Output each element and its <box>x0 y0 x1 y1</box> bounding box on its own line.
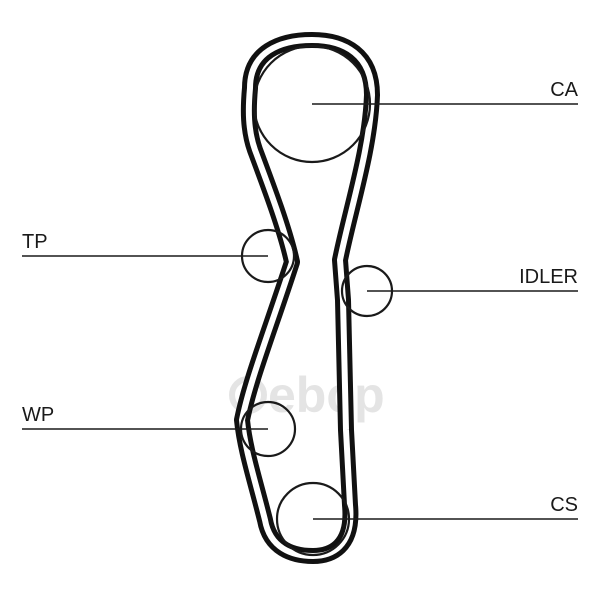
idler-label: IDLER <box>519 266 578 288</box>
wp-label: WP <box>22 404 54 426</box>
cs-label: CS <box>550 494 578 516</box>
watermark-text: ebcp <box>268 367 385 423</box>
timing-belt <box>234 32 380 564</box>
tp-label: TP <box>22 231 48 253</box>
timing-belt-inner <box>239 37 375 559</box>
ca-label: CA <box>550 79 578 101</box>
